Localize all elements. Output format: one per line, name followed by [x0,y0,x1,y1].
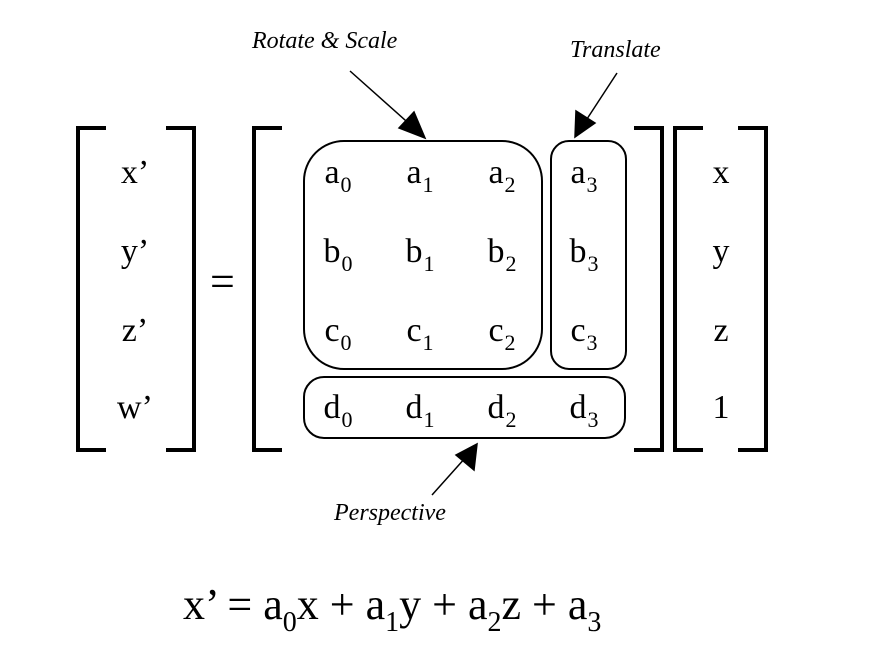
entry-subscript: 0 [340,330,352,355]
entry-subscript: 0 [341,251,353,276]
matrix-entry-c1: c1 [385,311,455,363]
matrix-entry-c2: c2 [467,311,537,363]
entry-subscript: 2 [505,251,517,276]
right-vector-bracket-right [738,126,768,452]
matrix-entry-d0: d0 [303,388,373,440]
entry-base: a [570,154,586,191]
entry-base: c [324,312,340,349]
entry-subscript: 1 [423,407,435,432]
right-vector-bracket-left [673,126,703,452]
matrix-bracket-right [634,126,664,452]
matrix-entry-d1: d1 [385,388,455,440]
entry-subscript: 3 [587,407,599,432]
rotate-scale-arrow-line [349,70,415,129]
result-vector-y: y’ [120,233,150,270]
rotate-scale-label: Rotate & Scale [252,28,398,54]
matrix-entry-c3: c3 [549,311,619,363]
entry-base: c [570,312,586,349]
matrix-entry-a2: a2 [467,153,537,205]
matrix-entry-a1: a1 [385,153,455,205]
entry-subscript: 3 [586,330,598,355]
entry-base: b [405,233,423,270]
perspective-label: Perspective [334,500,446,526]
formula-equals: = [227,580,253,629]
matrix-entry-c0: c0 [303,311,373,363]
formula-plus: + [329,580,355,629]
perspective-arrow-line [431,456,467,496]
entry-subscript: 1 [423,251,435,276]
formula-lhs: x’ [183,580,217,629]
entry-base: b [487,233,505,270]
entry-base: d [487,389,505,426]
entry-subscript: 2 [505,407,517,432]
entry-subscript: 1 [422,172,434,197]
entry-base: c [488,312,504,349]
formula-plus: + [432,580,457,629]
matrix-entry-b0: b0 [303,232,373,284]
entry-base: d [569,389,587,426]
matrix-entry-d3: d3 [549,388,619,440]
equals-sign: = [210,257,235,306]
matrix-entry-a3: a3 [549,153,619,205]
entry-base: a [324,154,340,191]
entry-subscript: 0 [340,172,352,197]
input-vector-y: y [712,233,730,270]
entry-subscript: 3 [587,251,599,276]
entry-subscript: 1 [422,330,434,355]
entry-base: a [488,154,504,191]
entry-subscript: 3 [586,172,598,197]
result-vector-x: x’ [120,154,150,191]
translate-arrow-head [574,109,597,139]
matrix-entry-a0: a0 [303,153,373,205]
input-vector-x: x [712,154,730,191]
expanded-formula: x’ = a0x + a1y + a2z + a3 [183,580,601,648]
input-vector-1: 1 [712,389,730,426]
formula-term-0: a0x [263,580,319,638]
formula-term-3: a3 [567,580,602,638]
translate-box [550,140,627,370]
entry-base: c [406,312,422,349]
translate-arrow-line [584,72,618,123]
entry-base: b [569,233,587,270]
input-vector-z: z [713,312,729,349]
entry-base: d [405,389,423,426]
left-vector-bracket-left [76,126,106,452]
entry-base: a [406,154,422,191]
perspective-arrow-head [454,442,478,472]
perspective-box [303,376,626,439]
entry-subscript: 2 [504,330,516,355]
result-vector-z: z’ [121,312,149,349]
matrix-bracket-left [252,126,282,452]
formula-term-1: a1y [365,580,422,638]
entry-subscript: 0 [341,407,353,432]
formula-term-2: a2z [467,580,521,638]
translate-label: Translate [570,37,661,63]
matrix-entry-b1: b1 [385,232,455,284]
rotate-scale-arrow-head [397,110,427,140]
left-vector-bracket-right [166,126,196,452]
formula-plus: + [532,580,557,629]
matrix-entry-b3: b3 [549,232,619,284]
entry-base: b [323,233,341,270]
result-vector-w: w’ [117,389,153,426]
rotate-scale-box [303,140,543,370]
matrix-entry-b2: b2 [467,232,537,284]
entry-base: d [323,389,341,426]
entry-subscript: 2 [504,172,516,197]
matrix-entry-d2: d2 [467,388,537,440]
